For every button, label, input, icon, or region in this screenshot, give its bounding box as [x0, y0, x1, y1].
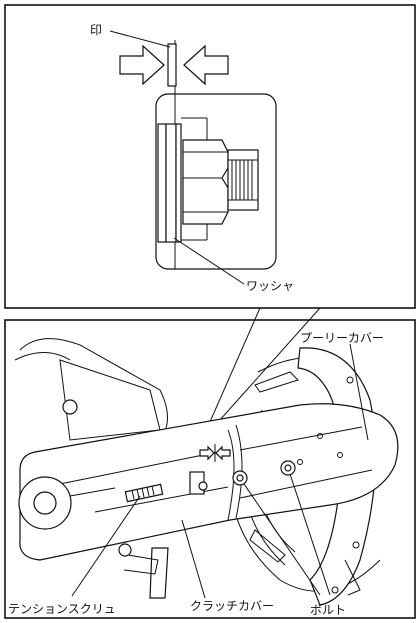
handle [149, 547, 169, 599]
tension-screw-label: テンションスクリュ [8, 602, 116, 616]
washer-label: ワッシャ [246, 279, 294, 293]
mark-label: 印 [90, 23, 102, 37]
washer-plate [157, 123, 167, 243]
main-view: プーリーカバー テンションスクリュ クラッチカバー ボルト [4, 319, 416, 619]
arrow-left-icon [183, 44, 229, 86]
clutch-arm [19, 403, 399, 561]
arrow-right-icon [119, 44, 165, 86]
hole-circle [62, 399, 78, 415]
detail-panel: 印 ワッシャ [4, 4, 416, 441]
clutch-cover-label: クラッチカバー [190, 599, 274, 613]
pulley-cover-label: プーリーカバー [300, 331, 384, 345]
mark-plate [167, 43, 177, 87]
hex-nut [182, 139, 229, 225]
bolt-label: ボルト [310, 603, 346, 617]
alignment-mark-icon [199, 444, 231, 462]
tension-screw [124, 483, 164, 503]
